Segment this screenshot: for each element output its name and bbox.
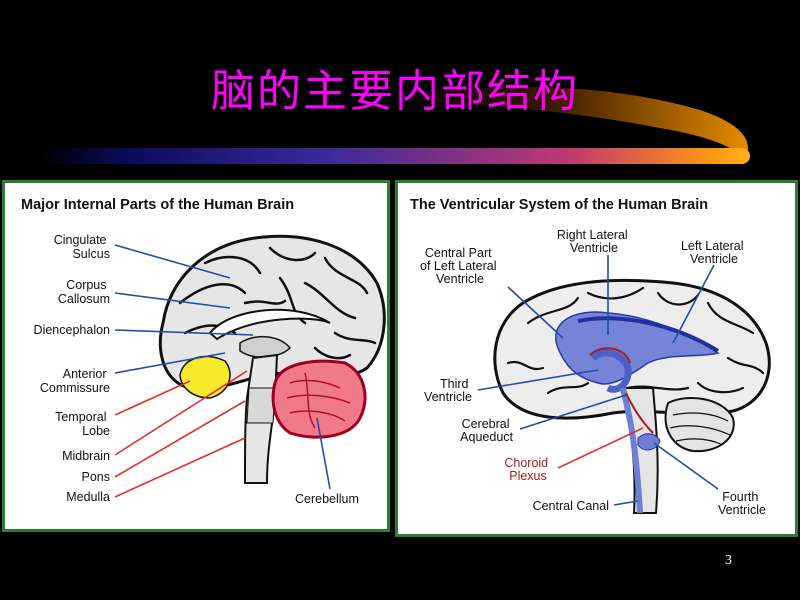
label-anterior-commissure: Anterior Commissure (40, 367, 110, 395)
label-cerebral-aqueduct: Cerebral Aqueduct (460, 417, 513, 444)
leader-cerebral-aqueduct (519, 394, 627, 430)
leader-left-lateral-ventricle (672, 264, 715, 344)
leader-cerebellum (316, 417, 331, 490)
label-choroid-plexus: Choroid Plexus (504, 456, 551, 483)
right-panel-title: The Ventricular System of the Human Brai… (410, 197, 708, 213)
left-panel-leader-lines (114, 244, 331, 498)
leader-temporal-lobe (114, 380, 191, 416)
slide-title: 脑的主要内部结构 (211, 66, 579, 117)
label-cingulate-sulcus: Cingulate Sulcus (54, 233, 110, 261)
left-panel-labels: Cingulate Sulcus Corpus Callosum Diencep… (34, 233, 359, 506)
leader-central-canal (613, 500, 639, 506)
leader-medulla (114, 437, 246, 498)
label-third-ventricle: Third Ventricle (424, 377, 472, 404)
label-fourth-ventricle: Fourth Ventricle (718, 490, 766, 517)
leader-pons (114, 400, 246, 478)
cerebellum-shape (271, 359, 367, 439)
leader-anterior-commissure (114, 352, 226, 374)
label-midbrain: Midbrain (62, 449, 110, 463)
label-central-part-left-lateral-ventricle: Central Part of Left Lateral Ventricle (420, 246, 500, 286)
sagittal-brain-illustration (158, 234, 386, 484)
right-panel-labels: Right Lateral Ventricle Left Lateral Ven… (420, 228, 766, 517)
page-number: 3 (725, 553, 732, 568)
ventricle-brain-illustration (493, 278, 771, 514)
leader-central-part (507, 286, 564, 339)
leader-fourth-ventricle (653, 442, 719, 490)
label-cerebellum: Cerebellum (295, 492, 359, 506)
label-left-lateral-ventricle: Left Lateral Ventricle (681, 239, 747, 266)
ventricular-system-diagram: The Ventricular System of the Human Brai… (410, 197, 771, 517)
ventricle-shapes (555, 311, 720, 514)
label-medulla: Medulla (66, 490, 110, 504)
leader-diencephalon (114, 329, 254, 336)
leader-corpus-callosum (114, 292, 231, 309)
label-right-lateral-ventricle: Right Lateral Ventricle (557, 228, 631, 255)
leader-cingulate-sulcus (114, 244, 231, 279)
label-diencephalon: Diencephalon (34, 323, 110, 337)
leader-midbrain (114, 370, 248, 456)
right-panel-leader-lines (477, 255, 719, 506)
brain-internal-parts-diagram: Major Internal Parts of the Human Brain (21, 197, 386, 506)
leader-choroid-plexus (557, 427, 644, 469)
leader-third-ventricle (477, 369, 599, 391)
left-panel-title: Major Internal Parts of the Human Brain (21, 197, 294, 213)
label-pons: Pons (82, 470, 111, 484)
label-central-canal: Central Canal (533, 499, 609, 513)
label-corpus-callosum: Corpus Callosum (58, 278, 110, 306)
brain-internal-parts-panel: Major Internal Parts of the Human Brain (2, 180, 390, 532)
label-temporal-lobe: Temporal Lobe (55, 410, 110, 438)
title-swoosh-decoration (40, 87, 750, 164)
ventricular-system-panel: The Ventricular System of the Human Brai… (395, 180, 798, 537)
